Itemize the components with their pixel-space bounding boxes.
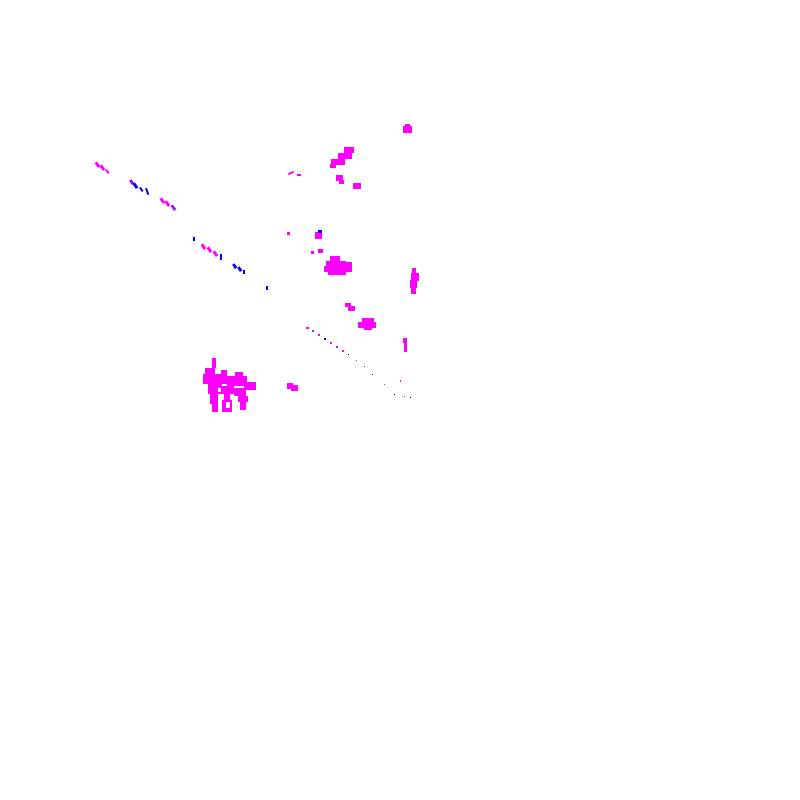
blob-cell — [404, 342, 407, 352]
blob-cell — [339, 180, 344, 184]
blob-cell — [345, 303, 351, 307]
blob-cell — [338, 153, 352, 159]
cluster-small-lower — [287, 383, 298, 391]
blob-cell — [224, 394, 230, 400]
streak-dot — [372, 374, 373, 375]
blob-cell — [318, 249, 323, 253]
blob-cell — [238, 396, 248, 402]
streak-dot — [410, 397, 411, 398]
streak-mark — [164, 200, 171, 208]
streak-mark — [232, 263, 238, 270]
blob-cell — [330, 256, 340, 262]
blob-cell — [227, 376, 247, 386]
streak-mark — [266, 286, 268, 290]
streak-dot — [342, 350, 344, 352]
streak-dot — [394, 394, 395, 395]
streak-mark — [206, 246, 213, 254]
streak-mark — [159, 197, 166, 205]
blob-cell — [405, 124, 410, 126]
cluster-center-blob — [324, 256, 352, 275]
blob-cell — [331, 159, 345, 165]
blob-cell — [210, 394, 218, 404]
streak-dot — [324, 338, 326, 340]
streak-dot — [312, 330, 314, 332]
blob-cell — [344, 147, 354, 153]
streak-mark — [220, 254, 222, 260]
blob-cell — [244, 382, 256, 390]
blob-cell — [212, 358, 216, 368]
blob-cell — [328, 271, 346, 275]
streak-mark — [139, 186, 144, 193]
streak-dot — [400, 380, 401, 382]
blob-cell — [212, 402, 218, 412]
blob-cell — [287, 170, 295, 176]
blob-cell — [326, 261, 346, 267]
cluster-upper-center — [287, 147, 361, 189]
streak-mark — [170, 204, 177, 212]
blob-cell — [208, 384, 222, 394]
blob-cell — [358, 322, 376, 328]
blob-cell — [364, 327, 372, 330]
streak-dot — [348, 354, 349, 355]
streak-mark — [237, 266, 243, 273]
streak-dot — [306, 327, 309, 329]
blob-cell — [311, 251, 314, 254]
blob-cell — [318, 230, 322, 233]
blob-cell — [315, 232, 322, 239]
streak-dot — [336, 346, 338, 348]
blob-cell — [234, 388, 246, 396]
cluster-top-right-dot — [403, 124, 412, 133]
streak-mark — [212, 250, 219, 258]
streak-mark — [105, 168, 110, 175]
blob-cell — [412, 268, 416, 274]
blob-cell — [297, 174, 301, 176]
streak-mark — [193, 237, 195, 241]
streak-mark — [129, 179, 135, 186]
blob-cell — [346, 262, 352, 268]
blob-cell — [220, 386, 234, 394]
diagonal-streak-center — [306, 327, 411, 398]
streak-mark — [145, 187, 150, 196]
blob-cell — [330, 164, 336, 168]
blob-cell — [287, 232, 290, 235]
streak-mark — [243, 270, 245, 274]
streak-mark — [132, 182, 139, 190]
blob-cell — [235, 372, 243, 377]
blob-cell — [205, 368, 215, 376]
blob-cell — [240, 402, 246, 410]
streak-dot — [384, 384, 385, 385]
streak-dot — [356, 360, 357, 361]
blob-cell — [203, 374, 227, 384]
blob-cell — [348, 306, 355, 311]
blob-cell — [362, 318, 374, 324]
blob-cell — [403, 126, 412, 133]
cluster-lower-left — [203, 358, 256, 412]
blob-cell — [221, 370, 227, 376]
streak-dot — [318, 334, 320, 336]
blob-cell — [403, 338, 407, 343]
blob-cell — [411, 273, 419, 281]
cluster-center-small — [287, 230, 323, 254]
blob-gap — [218, 388, 221, 392]
streak-mark — [200, 243, 207, 251]
blob-cell — [291, 385, 298, 391]
blob-cell — [336, 175, 343, 181]
diagonal-streak-upper — [94, 161, 268, 290]
blob-cell — [410, 280, 417, 288]
blob-cell — [353, 183, 361, 189]
blob-cell — [287, 383, 293, 389]
blob-cell — [411, 287, 416, 294]
streak-dot — [404, 396, 405, 397]
streak-mark — [94, 161, 101, 169]
streak-dot — [364, 366, 365, 367]
blob-cell — [324, 266, 352, 272]
blob-gap — [226, 402, 230, 408]
cluster-right-vertical — [403, 268, 419, 352]
cluster-mid-right — [345, 303, 376, 330]
streak-dot — [330, 342, 332, 344]
streak-mark — [99, 164, 106, 172]
